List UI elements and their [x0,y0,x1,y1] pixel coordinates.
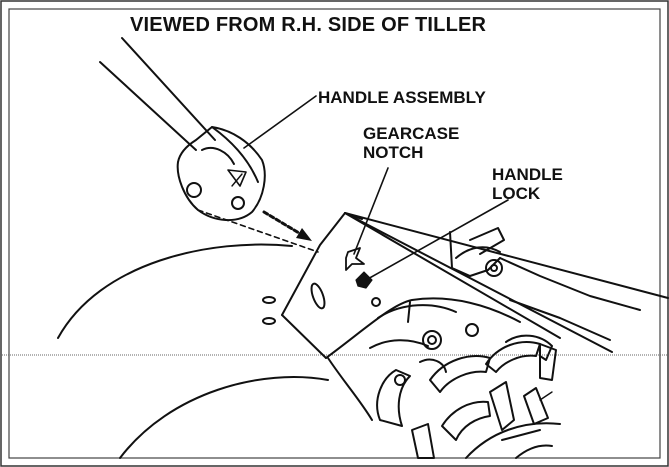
frame-inner [8,8,661,459]
label-handle-lock-line-1: HANDLE [492,165,563,184]
label-gearcase-line-2: NOTCH [363,143,424,162]
alignment-arrow [197,209,319,253]
gearcase-notch [345,247,365,271]
label-gearcase-line-1: GEARCASE [363,124,460,143]
callout-leaders [243,95,509,281]
gearcase [262,212,521,421]
handle-bracket [176,126,266,221]
handle-tube [99,37,216,151]
tiller-tines [376,334,561,459]
wheel-outline [57,243,329,459]
handle-lock [355,271,373,289]
control-linkage [344,212,669,353]
label-gearcase-notch: GEARCASE NOTCH [363,124,459,162]
diagram-title: VIEWED FROM R.H. SIDE OF TILLER [130,14,487,36]
label-handle-assembly: HANDLE ASSEMBLY [318,88,486,107]
label-handle-lock: HANDLE LOCK [492,165,563,203]
label-handle-lock-line-2: LOCK [492,184,541,203]
